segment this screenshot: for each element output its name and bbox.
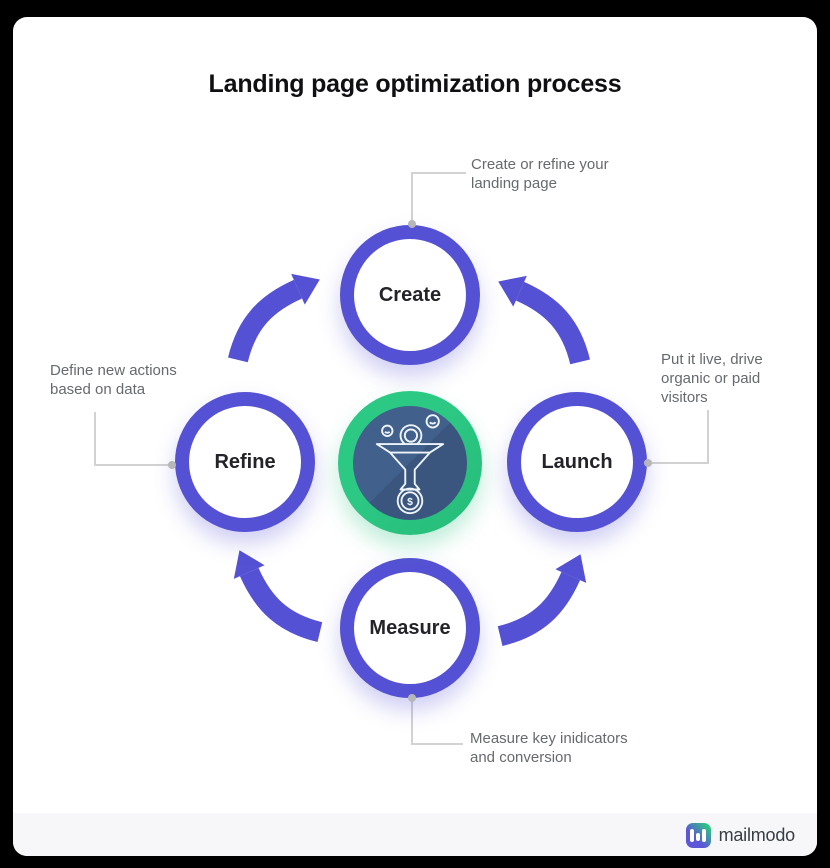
- node-refine-label: Refine: [214, 450, 276, 473]
- center-badge: $: [338, 391, 482, 535]
- annotation-refine: Define new actions based on data: [50, 362, 177, 398]
- connector-dot: [644, 459, 652, 467]
- connector-line: [649, 462, 709, 464]
- curved-arrow-launch-to-create-icon: [490, 270, 596, 376]
- node-launch: Launch: [507, 392, 647, 532]
- annotation-measure: Measure key inidicators and conversion: [470, 730, 628, 766]
- curved-arrow-measure-to-launch-icon: [486, 546, 592, 652]
- node-create: Create: [340, 225, 480, 365]
- page-title: Landing page optimization process: [208, 70, 622, 98]
- connector-dot: [408, 694, 416, 702]
- curved-arrow-measure-to-refine-icon: [228, 542, 334, 648]
- connector-line: [94, 464, 172, 466]
- mailmodo-logo-text: mailmodo: [718, 824, 796, 845]
- connector-dot: [408, 220, 416, 228]
- connector-line: [707, 410, 709, 463]
- connector-line: [411, 743, 463, 745]
- connector-line: [94, 412, 96, 466]
- center-badge-inner: $: [353, 406, 467, 520]
- conversion-funnel-icon: $: [375, 414, 445, 515]
- node-measure: Measure: [340, 558, 480, 698]
- node-measure-label: Measure: [369, 616, 451, 639]
- mailmodo-logo: mailmodo: [685, 820, 796, 850]
- connector-line: [411, 698, 413, 745]
- dollar-sign: $: [407, 497, 413, 508]
- node-create-label: Create: [378, 283, 442, 306]
- connector-dot: [168, 461, 176, 469]
- connector-line: [411, 172, 413, 225]
- curved-arrow-refine-to-create-icon: [222, 268, 328, 374]
- node-launch-label: Launch: [541, 450, 613, 473]
- mailmodo-logo-icon: [685, 822, 711, 848]
- card-footer: [13, 813, 817, 856]
- annotation-create: Create or refine your landing page: [471, 156, 609, 192]
- node-refine: Refine: [175, 392, 315, 532]
- annotation-launch: Put it live, drive organic or paid visit…: [661, 351, 763, 406]
- connector-line: [411, 172, 466, 174]
